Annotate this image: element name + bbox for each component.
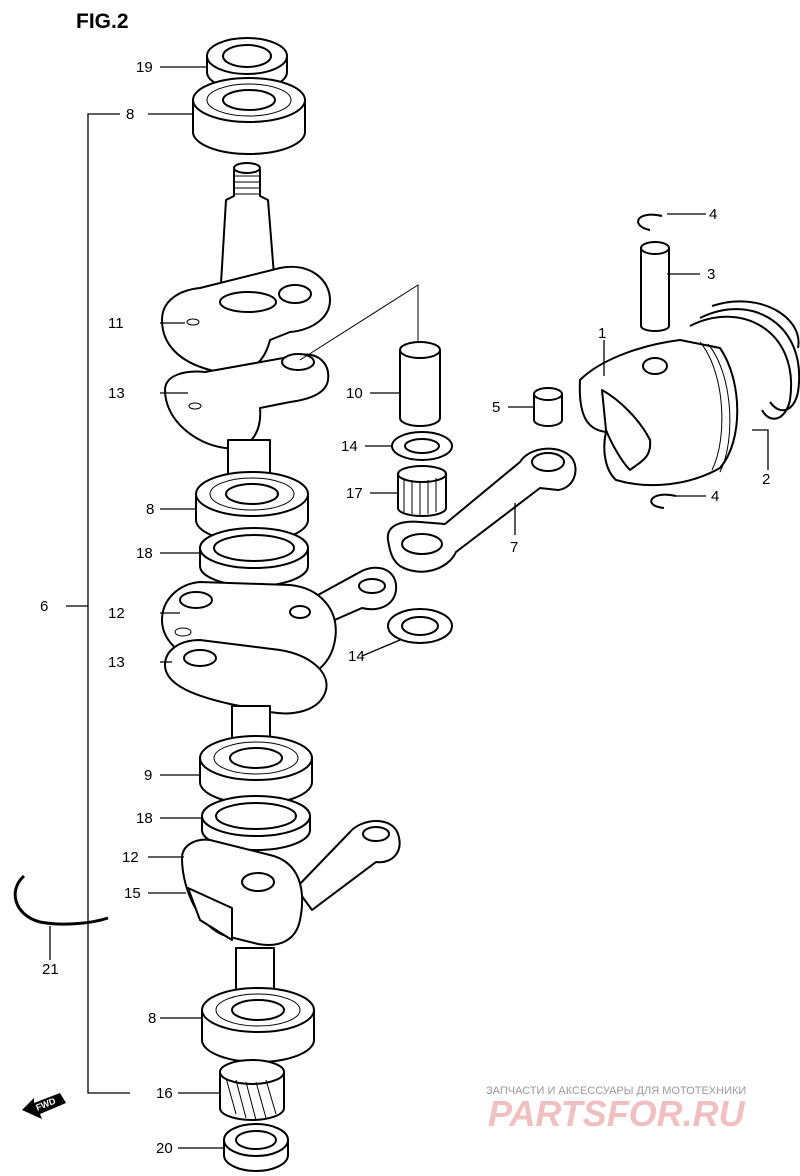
part-ring-middle — [199, 527, 309, 587]
part-crankshaft-lower-shaft — [235, 947, 275, 991]
callout-4-bottom: 4 — [711, 488, 719, 505]
part-drive-gear — [219, 1059, 285, 1121]
part-connecting-rod — [386, 447, 577, 573]
part-piston-pin-clip-bottom — [650, 493, 677, 509]
callout-6: 6 — [40, 598, 48, 615]
part-bearing-top — [192, 77, 306, 155]
callout-17: 17 — [346, 485, 363, 502]
callout-8-middle: 8 — [146, 501, 154, 518]
part-circlip — [13, 874, 109, 926]
part-bearing-lower-9 — [199, 735, 313, 805]
callout-1: 1 — [598, 325, 606, 342]
callout-2: 2 — [762, 471, 770, 488]
part-piston-rings — [689, 300, 800, 420]
part-crank-web-lower — [181, 820, 401, 946]
part-piston — [578, 339, 739, 487]
callout-4-top: 4 — [709, 206, 717, 223]
part-bearing-bottom — [201, 987, 315, 1063]
callout-20: 20 — [156, 1140, 173, 1157]
callout-5: 5 — [492, 399, 500, 416]
leader-lines — [49, 66, 769, 1149]
callout-16: 16 — [156, 1085, 173, 1102]
part-crank-pin — [399, 341, 441, 427]
callout-9: 9 — [144, 767, 152, 784]
part-oil-seal-bottom — [223, 1123, 289, 1172]
part-crank-web-upper-2 — [164, 353, 330, 450]
watermark-caption: ЗАПЧАСТИ И АКСЕССУАРЫ ДЛЯ МОТОТЕХНИКИ — [486, 1085, 746, 1097]
callout-12-lower: 12 — [122, 849, 139, 866]
part-bearing-middle — [195, 471, 309, 543]
callout-19: 19 — [136, 59, 153, 76]
part-ring-lower — [201, 795, 311, 851]
figure-title: FIG.2 — [76, 10, 129, 33]
part-thrust-washer-upper — [391, 431, 453, 461]
callout-15: 15 — [124, 885, 141, 902]
callout-13-lower: 13 — [108, 654, 125, 671]
part-crank-web-middle — [161, 566, 398, 715]
callout-7: 7 — [510, 539, 518, 556]
callout-18-upper: 18 — [136, 545, 153, 562]
callout-10: 10 — [346, 385, 363, 402]
callout-14-lower: 14 — [348, 648, 365, 665]
callout-13-upper: 13 — [108, 385, 125, 402]
fwd-arrow-icon: FWD — [22, 1093, 66, 1119]
part-thrust-washer-lower — [387, 608, 453, 644]
part-piston-pin-clip-top — [637, 213, 663, 231]
callout-3: 3 — [707, 266, 715, 283]
callout-8-top: 8 — [126, 106, 134, 123]
watermark-brand: PARTSFOR.RU — [488, 1093, 746, 1134]
callout-14-upper: 14 — [341, 438, 358, 455]
callout-21: 21 — [42, 961, 59, 978]
callout-8-bottom: 8 — [148, 1010, 156, 1027]
part-crank-web-upper — [161, 265, 331, 375]
part-crankshaft-upper-shaft — [219, 162, 277, 301]
callout-11: 11 — [108, 315, 124, 332]
part-needle-bearing-big-end — [397, 465, 447, 517]
part-needle-bearing-small-end — [533, 387, 563, 427]
callout-12-upper: 12 — [108, 605, 125, 622]
part-piston-pin — [640, 241, 670, 332]
callout-18-lower: 18 — [136, 810, 153, 827]
